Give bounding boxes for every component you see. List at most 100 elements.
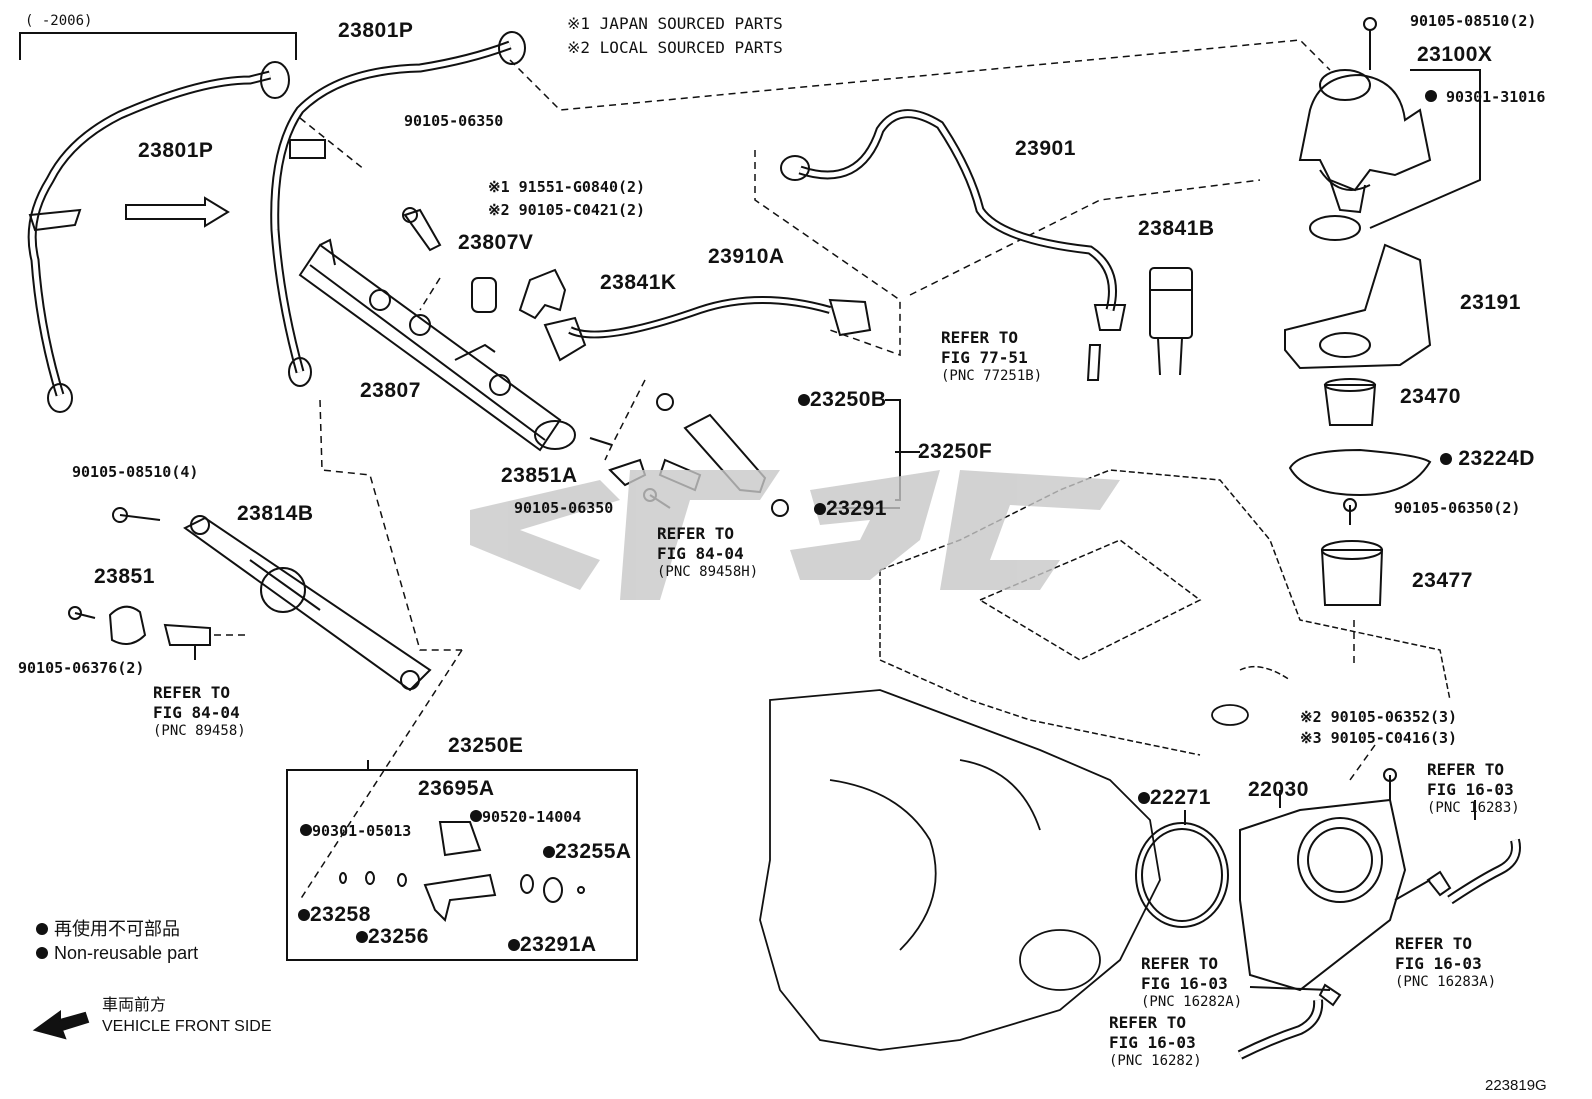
- part-23255a-text: 23255A: [555, 840, 632, 863]
- part-22271-text: 22271: [1150, 786, 1211, 809]
- plate-23851: [108, 605, 147, 645]
- legend-jp-text: 再使用不可部品: [54, 919, 180, 939]
- part-90301-31016: 90301-31016: [1425, 90, 1545, 105]
- part-90105-06350-mid: 90105-06350: [514, 499, 614, 517]
- part-90105-06350-top: 90105-06350: [404, 112, 504, 130]
- ref-line1: REFER TO: [153, 683, 231, 702]
- fuel-pipe-left: [27, 70, 272, 397]
- part-90520-14004: 90520-14004: [470, 810, 581, 825]
- part-23224d: 23224D: [1440, 448, 1535, 469]
- part-23470: 23470: [1400, 385, 1461, 408]
- non-reusable-dot: [1138, 792, 1150, 804]
- non-reusable-dot: [508, 939, 520, 951]
- intake-manifold: [759, 689, 1249, 1051]
- non-reusable-dot: [36, 947, 48, 959]
- non-reusable-dot: [470, 810, 482, 822]
- part-91551-g0840: ※1 91551-G0840(2): [488, 178, 646, 196]
- part-23851a: 23851A: [501, 464, 578, 487]
- ref-pnc: (PNC 16282A): [1141, 994, 1243, 1010]
- pipe-23910a: [568, 296, 832, 339]
- non-reusable-dot: [814, 503, 826, 515]
- fuel-pipe-right: [270, 40, 512, 374]
- part-90105-06352: ※2 90105-06352(3): [1300, 708, 1458, 726]
- legend-non-reusable-en: Non-reusable part: [36, 944, 198, 962]
- part-90301-05013-text: 90301-05013: [312, 822, 412, 840]
- non-reusable-dot: [298, 909, 310, 921]
- part-23807v: 23807V: [458, 231, 534, 254]
- ref-pnc: (PNC 16283A): [1395, 974, 1497, 990]
- ref-pnc: (PNC 77251B): [941, 368, 1043, 384]
- ref-line2: FIG 84-04: [657, 544, 744, 563]
- part-23255a: 23255A: [543, 841, 632, 862]
- non-reusable-dot: [356, 931, 368, 943]
- part-23291a-text: 23291A: [520, 933, 597, 956]
- legend-en-text: Non-reusable part: [54, 943, 199, 963]
- part-23807: 23807: [360, 379, 421, 402]
- ref-line1: REFER TO: [1427, 760, 1505, 779]
- ref-line1: REFER TO: [1141, 954, 1219, 973]
- non-reusable-dot: [1440, 453, 1452, 465]
- part-23801p-left: 23801P: [138, 139, 214, 162]
- note-japan-sourced: ※1 JAPAN SOURCED PARTS: [567, 14, 783, 33]
- ref-line2: FIG 16-03: [1427, 780, 1514, 799]
- throttle-body-22030: [1239, 790, 1407, 992]
- ref-line2: FIG 16-03: [1141, 974, 1228, 993]
- ref-pnc: (PNC 89458): [153, 723, 246, 739]
- part-23901: 23901: [1015, 137, 1076, 160]
- part-23910a: 23910A: [708, 245, 785, 268]
- part-23814b: 23814B: [237, 502, 314, 525]
- part-23841k: 23841K: [600, 271, 677, 294]
- part-23258-text: 23258: [310, 903, 371, 926]
- part-90105-06350-2: 90105-06350(2): [1394, 499, 1521, 517]
- direction-arrow: [125, 196, 230, 228]
- part-23250b: 23250B: [798, 389, 887, 410]
- collar-23807v: [471, 277, 497, 313]
- part-22030: 22030: [1248, 778, 1309, 801]
- part-90301-31016-text: 90301-31016: [1446, 88, 1546, 106]
- part-90301-05013: 90301-05013: [300, 824, 411, 839]
- bolt-91551: [402, 207, 442, 252]
- part-23291a: 23291A: [508, 934, 597, 955]
- figure-code: 223819G: [1485, 1077, 1547, 1094]
- ref-line2: FIG 84-04: [153, 703, 240, 722]
- part-23695a: 23695A: [418, 777, 495, 800]
- part-23841b: 23841B: [1138, 217, 1215, 240]
- ref-line2: FIG 16-03: [1395, 954, 1482, 973]
- ref-pnc: (PNC 16282): [1109, 1053, 1202, 1069]
- ref-line1: REFER TO: [1109, 1013, 1187, 1032]
- part-23250e: 23250E: [448, 734, 524, 757]
- note-local-sourced: ※2 LOCAL SOURCED PARTS: [567, 38, 783, 57]
- lifter-23470: [1323, 384, 1377, 426]
- part-23250f: 23250F: [918, 440, 993, 463]
- housing-23477: [1320, 549, 1384, 606]
- ref-line1: REFER TO: [941, 328, 1019, 347]
- ref-line1: REFER TO: [1395, 934, 1473, 953]
- part-23191: 23191: [1460, 291, 1521, 314]
- non-reusable-dot: [1425, 90, 1437, 102]
- ref-line1: REFER TO: [657, 524, 735, 543]
- connector-23841b: [1149, 267, 1193, 376]
- part-23100x: 23100X: [1417, 43, 1493, 66]
- part-23291-text: 23291: [826, 497, 887, 520]
- leader-23100x: [1369, 69, 1481, 229]
- fuel-rail-23807: [298, 238, 613, 452]
- gasket-23224d: [1288, 448, 1432, 497]
- oring-23250b: [656, 393, 674, 411]
- part-23250b-text: 23250B: [810, 388, 887, 411]
- non-reusable-dot: [36, 923, 48, 935]
- kit-box-23250e: [286, 769, 638, 961]
- non-reusable-dot: [300, 824, 312, 836]
- fuel-pump-23100x: [1298, 17, 1432, 241]
- legend-front-jp: 車両前方: [102, 997, 167, 1014]
- legend-non-reusable-jp: 再使用不可部品: [36, 920, 180, 938]
- ref-pnc: (PNC 89458H): [657, 564, 759, 580]
- part-90105-c0421: ※2 90105-C0421(2): [488, 201, 646, 219]
- part-23291: 23291: [814, 498, 887, 519]
- part-23256: 23256: [356, 926, 429, 947]
- part-23801p-top: 23801P: [338, 19, 414, 42]
- clamp-23841k: [518, 268, 567, 320]
- part-90520-14004-text: 90520-14004: [482, 808, 582, 826]
